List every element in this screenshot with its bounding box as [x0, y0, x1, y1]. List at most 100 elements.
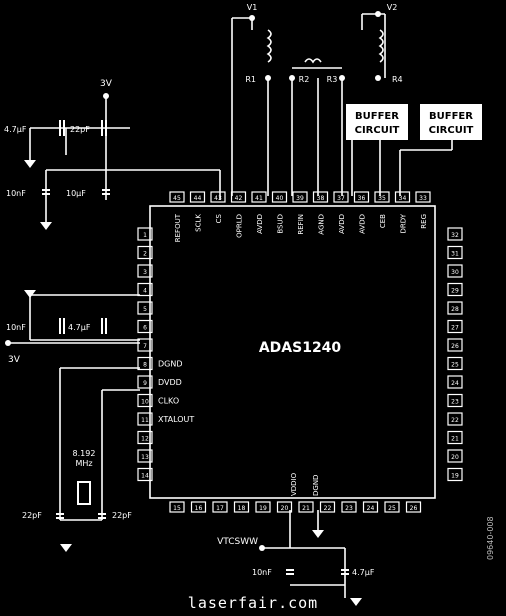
top-pin-number: 37	[337, 195, 345, 202]
left-pin-14	[137, 467, 153, 482]
cap-c3: 10nF	[6, 189, 26, 198]
bottom-pin-number: 20	[281, 505, 289, 512]
top-pin-number: 36	[358, 195, 366, 202]
top-pin-label: AVDD	[338, 214, 346, 234]
top-pin-label: CS	[215, 213, 223, 223]
right-pin-32	[447, 227, 463, 241]
right-pin-number: 30	[451, 269, 459, 276]
left-pin-number: 10	[141, 399, 149, 406]
right-pin-number: 31	[451, 251, 459, 258]
top-pin-number: 43	[214, 195, 222, 202]
right-pin-31	[447, 245, 463, 260]
top-pin-label: CEB	[379, 214, 387, 228]
left-pin-6	[137, 319, 153, 334]
chip-body	[149, 205, 436, 499]
bottom-pin-number: 23	[345, 505, 353, 512]
bottom-pin-label: DGND	[312, 475, 320, 496]
bottom-pin-number: 16	[195, 505, 203, 512]
cap-c7: 22pF	[22, 511, 42, 520]
bottom-pin-number: 26	[410, 505, 418, 512]
footer-watermark: laserfair.com	[187, 594, 319, 612]
top-pin-label: DRDY	[400, 213, 408, 233]
top-pin-41	[251, 191, 267, 203]
left-pin-5	[137, 301, 153, 315]
right-pin-number: 26	[451, 343, 459, 350]
top-pin-number: 42	[235, 195, 243, 202]
left-pin-1	[137, 227, 153, 241]
top-pin-35	[374, 191, 390, 203]
cap-c4: 10µF	[66, 189, 86, 198]
bottom-pin-24	[362, 501, 379, 513]
top-pin-label: REFIN	[297, 214, 305, 235]
left-pin-number: 5	[143, 306, 147, 313]
buffer-2-line1: BUFFER	[429, 111, 473, 122]
top-pin-37	[333, 191, 349, 203]
left-pin-label: DVDD	[158, 378, 182, 387]
supply-top-label: 3V	[100, 79, 113, 89]
top-pin-label: AGND	[318, 214, 326, 235]
left-pin-12	[137, 430, 153, 445]
res-r4: R4	[392, 75, 403, 84]
top-pin-number: 44	[194, 195, 202, 202]
top-pin-label: SCLK	[195, 214, 203, 232]
buffer-circuit-2: BUFFER CIRCUIT	[420, 104, 482, 140]
right-pin-29	[447, 282, 463, 297]
top-pin-34	[394, 191, 411, 203]
cap-c8: 22pF	[112, 511, 132, 520]
top-pin-row: 45REFOUT44SCLK43CS42OPRLD41AVDD40BSUD39R…	[169, 191, 431, 242]
right-pin-number: 19	[451, 473, 459, 480]
left-pin-13	[137, 449, 153, 463]
cap-c9: 10nF	[252, 568, 272, 577]
right-pin-23	[447, 393, 463, 408]
right-pin-26	[447, 338, 463, 352]
top-pin-number: 40	[276, 195, 284, 202]
bottom-pin-number: 21	[302, 505, 310, 512]
left-pin-number: 8	[143, 362, 147, 369]
right-pin-22	[447, 412, 463, 426]
top-pin-label: BSUD	[277, 214, 285, 234]
node-v1: V1	[247, 3, 258, 12]
right-pin-number: 25	[451, 362, 459, 369]
cap-c1: 4.7µF	[4, 125, 27, 134]
left-pin-3	[137, 264, 153, 278]
bottom-pin-label: VDDIO	[290, 472, 298, 496]
left-pin-11	[137, 412, 153, 426]
bottom-pin-number: 24	[367, 505, 375, 512]
right-pin-number: 27	[451, 325, 459, 332]
top-pin-number: 33	[419, 195, 427, 202]
left-pin-9	[137, 375, 153, 389]
top-pin-38	[312, 191, 329, 203]
left-pin-label: DGND	[158, 360, 183, 369]
right-pin-number: 24	[451, 380, 459, 387]
bottom-pin-number: 22	[324, 505, 332, 512]
left-pin-number: 12	[141, 436, 149, 443]
supply-ext-label: VTCSWW	[217, 537, 258, 547]
right-pin-number: 22	[451, 417, 459, 424]
left-pin-label: CLKO	[158, 397, 179, 406]
right-pin-21	[447, 430, 463, 445]
bottom-pin-17	[212, 501, 228, 513]
res-r2: R2	[299, 75, 310, 84]
right-pin-25	[447, 356, 463, 371]
bottom-pin-25	[384, 501, 400, 513]
bottom-pin-26	[405, 501, 422, 513]
top-pin-number: 45	[173, 195, 181, 202]
bottom-pin-number: 17	[216, 505, 224, 512]
bottom-pin-number: 19	[259, 505, 267, 512]
cap-c5: 10nF	[6, 323, 26, 332]
bottom-pin-number: 25	[388, 505, 396, 512]
top-pin-45	[169, 191, 185, 203]
buffer-circuit-1: BUFFER CIRCUIT	[346, 104, 408, 140]
buffer-2-line2: CIRCUIT	[429, 125, 474, 136]
res-r3: R3	[327, 75, 338, 84]
top-pin-number: 38	[317, 195, 325, 202]
bottom-pin-19	[255, 501, 271, 513]
left-pin-7	[137, 338, 153, 352]
right-pin-20	[447, 449, 463, 463]
left-pin-number: 13	[141, 454, 149, 461]
bottom-pin-21	[298, 501, 314, 513]
left-pin-number: 9	[143, 380, 147, 387]
top-pin-number: 34	[399, 195, 407, 202]
